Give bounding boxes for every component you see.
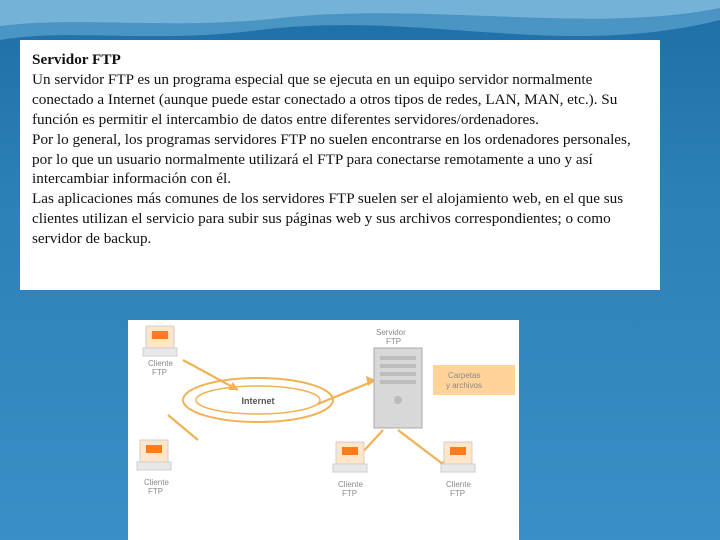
folders-box: Carpetas y archivos xyxy=(433,365,515,395)
client-label: Cliente xyxy=(144,478,169,487)
paragraph: Por lo general, los programas servidores… xyxy=(32,130,631,188)
internet-cloud: Internet xyxy=(182,377,334,423)
client-computer-top-left: Cliente FTP xyxy=(142,325,178,377)
client-label: FTP xyxy=(152,368,167,377)
folders-label: y archivos xyxy=(446,381,482,390)
paragraph: Las aplicaciones más comunes de los serv… xyxy=(32,190,624,248)
client-computer-bottom-right: Cliente FTP xyxy=(440,441,476,498)
client-label: FTP xyxy=(450,489,465,498)
ftp-server-tower: Servidor FTP xyxy=(373,328,423,429)
client-label: FTP xyxy=(342,489,357,498)
client-computer-bottom-left: Cliente FTP xyxy=(136,439,172,496)
ftp-network-diagram: Internet Cliente FTP Servidor FTP Carpet… xyxy=(128,320,519,540)
client-label: Cliente xyxy=(338,480,363,489)
client-label: Cliente xyxy=(446,480,471,489)
server-label: FTP xyxy=(386,337,401,346)
server-label: Servidor xyxy=(376,328,406,337)
client-label: FTP xyxy=(148,487,163,496)
internet-label: Internet xyxy=(241,396,274,406)
client-label: Cliente xyxy=(148,359,173,368)
slide-text: Servidor FTP Un servidor FTP es un progr… xyxy=(32,50,652,249)
paragraph: Un servidor FTP es un programa especial … xyxy=(32,70,618,128)
content-panel xyxy=(20,40,660,290)
client-computer-bottom-center: Cliente FTP xyxy=(332,441,368,498)
folders-label: Carpetas xyxy=(448,371,480,380)
slide-title: Servidor FTP xyxy=(32,51,121,68)
